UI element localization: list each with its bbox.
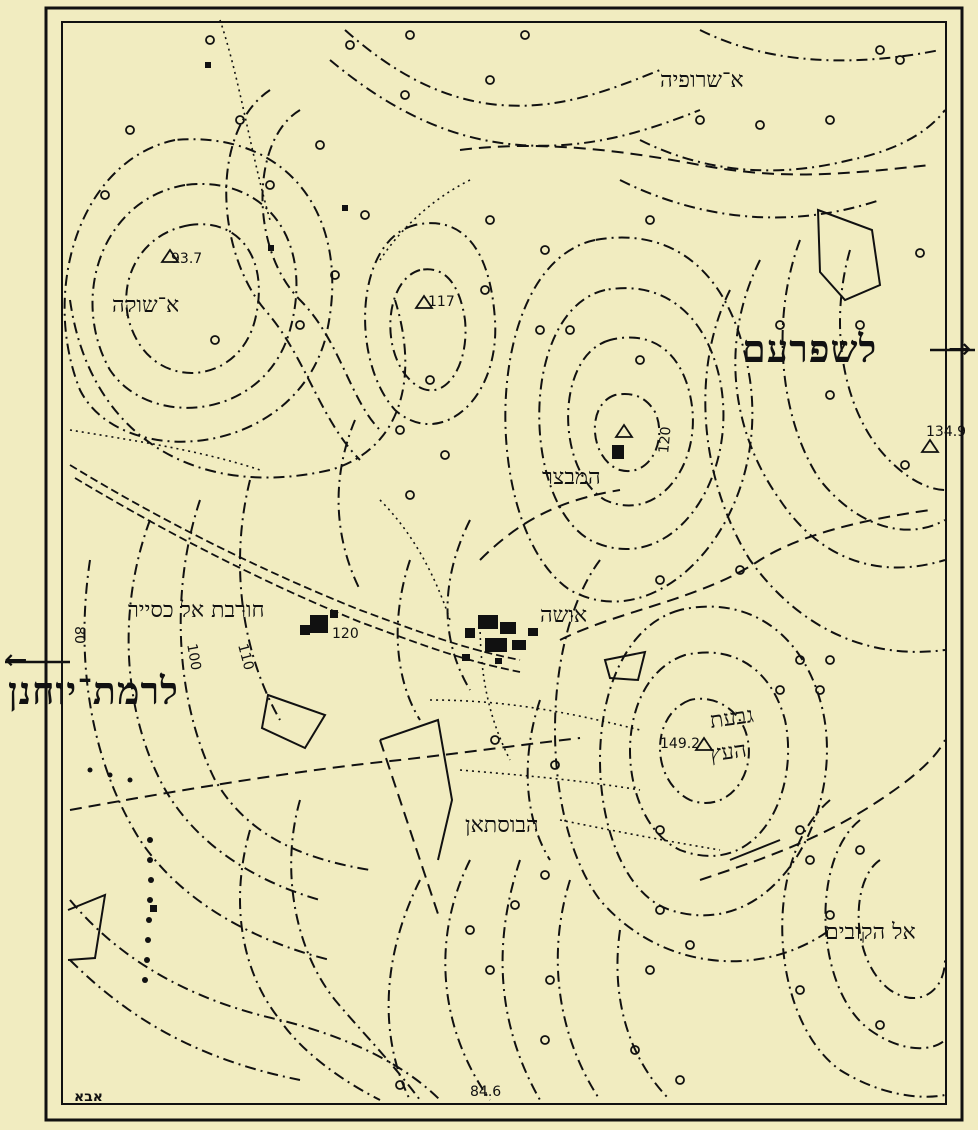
arrow-left-icon: ← bbox=[4, 643, 28, 676]
label-a-sharufiya: א־שרופיה bbox=[660, 68, 744, 93]
label-shefaram: לשפרעם bbox=[742, 326, 878, 371]
label-hamivtzar: המבצר bbox=[542, 465, 601, 490]
label-a-shuka: א־שוקה bbox=[112, 293, 180, 318]
plot-outlines bbox=[67, 208, 882, 961]
label-khirbet-kasyir: חורבת אל כסייר bbox=[128, 598, 265, 623]
buildings bbox=[150, 62, 624, 912]
elevation-93: 93.7 bbox=[171, 251, 203, 267]
label-al-hakubbim: אל הקובים bbox=[825, 920, 916, 945]
contour-label-100: 100 bbox=[183, 642, 204, 672]
dotted-tracks bbox=[69, 19, 721, 851]
dotted-boundary bbox=[87, 767, 154, 983]
map-outer-frame bbox=[44, 6, 964, 1122]
trig-points bbox=[160, 248, 940, 751]
elevation-84: 84.6 bbox=[470, 1084, 502, 1100]
contour-lines bbox=[63, 29, 946, 1101]
elevation-120: 120 bbox=[332, 626, 359, 642]
label-ramat-yohanan: לרמת־יוחנן bbox=[8, 668, 179, 713]
tree-symbols bbox=[100, 30, 925, 1090]
label-usha: אושה bbox=[540, 603, 588, 628]
dashed-paths bbox=[69, 145, 946, 921]
map-inner-frame bbox=[61, 21, 947, 1105]
author-mark: אבא bbox=[74, 1089, 103, 1105]
contour-label-120: 120 bbox=[656, 425, 675, 455]
elevation-134: 134.9 bbox=[926, 424, 967, 440]
label-habustan: הבוסתאן bbox=[465, 813, 539, 838]
label-givat: גבעת bbox=[708, 703, 756, 734]
elevation-117: 117 bbox=[428, 294, 455, 310]
elevation-149: 149.2 bbox=[660, 736, 701, 752]
arrow-right-icon: → bbox=[948, 332, 972, 365]
contour-label-80: 80 bbox=[70, 626, 87, 644]
label-haetz: העץ bbox=[708, 737, 749, 768]
direction-arrow-lines bbox=[5, 348, 975, 664]
